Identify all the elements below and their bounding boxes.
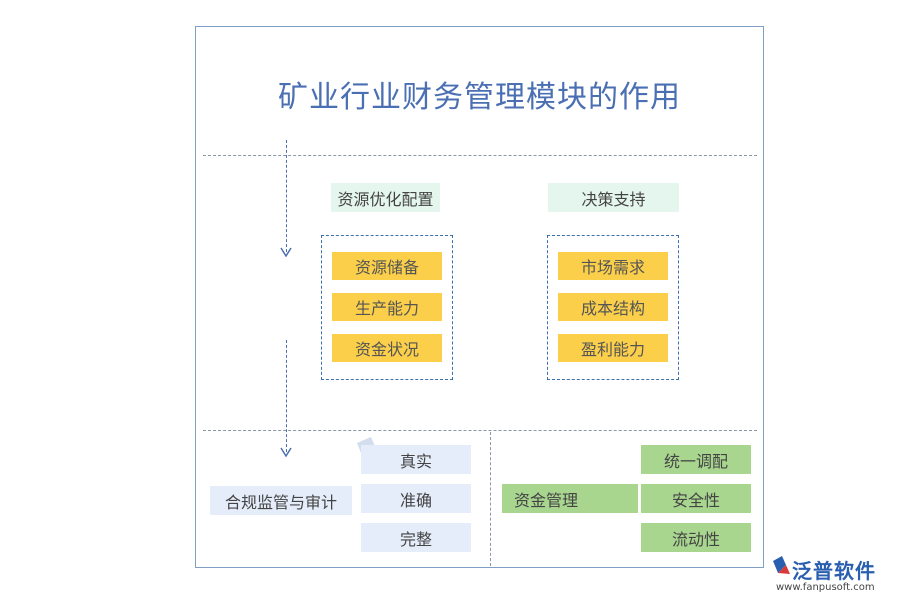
decision-item: 市场需求	[558, 252, 668, 280]
top-divider	[203, 155, 757, 156]
resource-item: 生产能力	[332, 293, 442, 321]
compliance-item: 完整	[361, 523, 471, 552]
resource-item: 资源储备	[332, 252, 442, 280]
resource-item: 资金状况	[332, 334, 442, 362]
flow-line-lower	[286, 340, 287, 452]
logo-name: 泛普软件	[792, 559, 876, 583]
compliance-item: 准确	[361, 484, 471, 513]
decision-group-box	[547, 235, 679, 380]
fund-item: 安全性	[641, 484, 751, 513]
resource-group-box	[321, 235, 453, 380]
bottom-vertical-divider	[490, 432, 491, 566]
fund-management-label: 资金管理	[502, 484, 638, 513]
resource-optimization-header: 资源优化配置	[331, 183, 440, 212]
flow-line-upper	[286, 140, 287, 252]
decision-support-header: 决策支持	[548, 183, 679, 212]
compliance-item: 真实	[361, 445, 471, 474]
decision-item: 成本结构	[558, 293, 668, 321]
fanpu-logo-icon	[773, 556, 790, 574]
fund-item: 流动性	[641, 523, 751, 552]
diagram-frame	[195, 26, 764, 568]
decision-item: 盈利能力	[558, 334, 668, 362]
arrow-down-icon	[280, 447, 292, 458]
bottom-divider	[203, 430, 757, 431]
fund-item: 统一调配	[641, 445, 751, 474]
logo-url: www.fanpusoft.com	[776, 582, 875, 593]
diagram-title: 矿业行业财务管理模块的作用	[278, 80, 681, 115]
arrow-down-icon	[280, 247, 292, 258]
compliance-audit-label: 合规监管与审计	[210, 486, 352, 515]
